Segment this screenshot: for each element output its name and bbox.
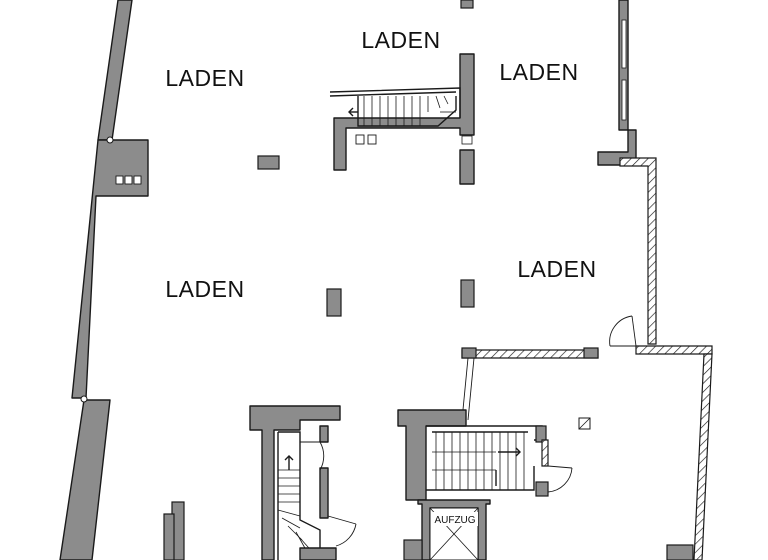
columns	[163, 155, 475, 560]
door-swing-right	[609, 315, 637, 347]
room-label-shop: LADEN	[517, 256, 596, 282]
room-label-shop: LADEN	[165, 276, 244, 302]
room-label-shop: LADEN	[165, 65, 244, 91]
right-hatched-wall	[461, 157, 713, 560]
room-label-shop: LADEN	[499, 59, 578, 85]
elevator-label: AUFZUG	[434, 515, 475, 526]
left-exterior-wall	[59, 0, 149, 560]
top-pier	[460, 0, 474, 9]
lower-left-stair-core	[249, 405, 357, 560]
right-top-wall	[597, 0, 637, 166]
room-label-shop: LADEN	[361, 27, 440, 53]
elevator-label-bg	[432, 512, 478, 526]
upper-stair-core	[329, 53, 475, 185]
lower-central-stair-core	[397, 409, 573, 560]
